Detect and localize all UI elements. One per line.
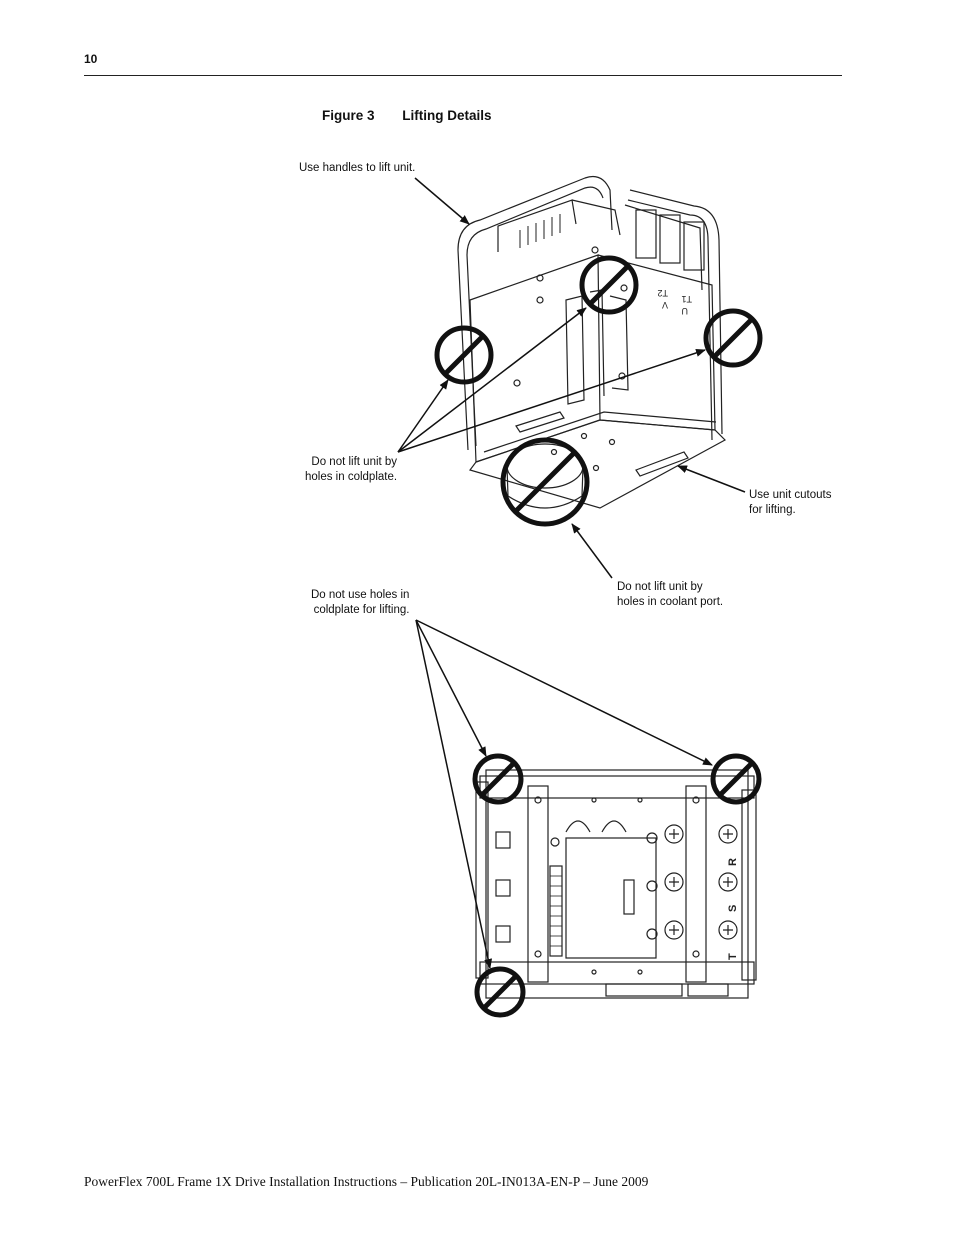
prohibition-icon [703, 308, 763, 368]
prohibition-icon [710, 753, 762, 805]
arrow-coldplate-1 [397, 379, 449, 453]
prohibition-icon [474, 966, 526, 1018]
label-t2: T2 [657, 288, 668, 298]
arrow-coldplate-3 [397, 349, 706, 453]
callout-no-coolant-port: Do not lift unit by holes in coolant por… [617, 581, 724, 608]
callout-use-cutouts: Use unit cutouts for lifting. [749, 489, 832, 516]
arrow-coldplate-2 [397, 307, 587, 453]
page-number: 10 [84, 52, 98, 66]
leader-arrows [397, 177, 746, 969]
page-footer: PowerFlex 700L Frame 1X Drive Installati… [84, 1174, 649, 1189]
arrow-coolant-port [571, 523, 613, 579]
prohibition-icon [500, 437, 590, 527]
label-u: U [682, 306, 689, 316]
label-s: S [727, 905, 739, 912]
arrow-holes-2 [415, 619, 713, 766]
callout-no-coldplate-holes: Do not lift unit by holes in coldplate. [305, 456, 398, 483]
prohibition-symbols [434, 255, 763, 1018]
label-t1: T1 [681, 294, 692, 304]
figure-caption: Figure 3 Lifting Details [322, 108, 492, 123]
prohibition-icon [579, 255, 639, 315]
arrow-cutouts [677, 465, 746, 493]
header-rule [84, 75, 842, 76]
prohibition-icon [434, 325, 494, 385]
label-t: T [727, 953, 739, 960]
drive-top-view [475, 769, 757, 999]
figure-label: Figure 3 [322, 108, 375, 123]
arrow-holes-1 [415, 619, 487, 757]
figure-title: Lifting Details [402, 108, 492, 123]
terminal-letters-lower: R S T [727, 858, 739, 960]
arrow-handles [414, 177, 470, 225]
callout-use-handles: Use handles to lift unit. [299, 162, 416, 174]
callout-no-holes-lifting: Do not use holes in coldplate for liftin… [311, 589, 410, 616]
prohibition-icon [472, 753, 524, 805]
terminal-letters-upper: U V T1 T2 [657, 288, 692, 316]
label-r: R [727, 858, 739, 866]
arrow-holes-3 [415, 619, 493, 969]
drive-perspective-view [457, 175, 726, 509]
label-v: V [662, 300, 668, 310]
power-terminals [646, 824, 738, 940]
